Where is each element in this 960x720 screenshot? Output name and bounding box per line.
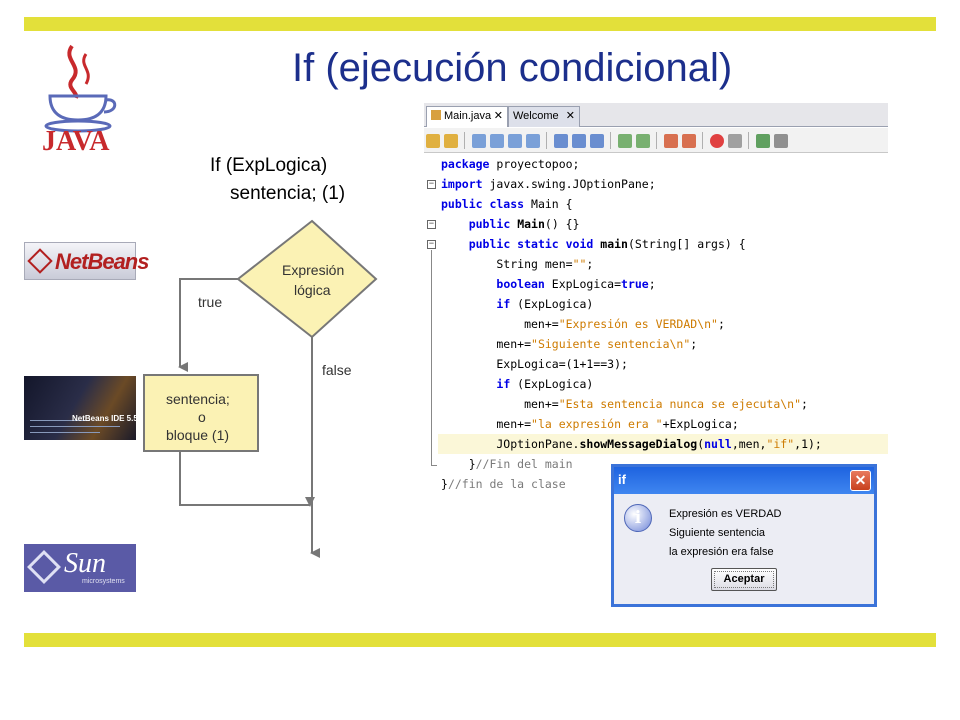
comment-icon[interactable] (756, 134, 770, 148)
decision-label-line-2: lógica (294, 282, 331, 298)
close-icon[interactable]: ✕ (565, 110, 575, 122)
sun-logo: Sun microsystems (24, 544, 136, 592)
uncomment-icon[interactable] (774, 134, 788, 148)
close-icon[interactable]: ✕ (493, 110, 503, 122)
syntax-line-2: sentencia; (1) (230, 183, 346, 204)
flowchart-diagram: Expresión lógica true false sentencia; o… (143, 219, 378, 558)
start-macro-icon[interactable] (664, 134, 678, 148)
code-line: if (ExpLogica) (496, 377, 594, 391)
fold-toggle-main[interactable]: − (427, 239, 436, 249)
netbeans-editor: Main.java ✕ Welcome ✕ (424, 103, 888, 503)
shift-right-icon[interactable] (636, 134, 650, 148)
dialog-body: i Expresión es VERDAD Siguiente sentenci… (614, 494, 874, 604)
decision-label-line-1: Expresión (282, 262, 344, 278)
code-line: }//fin de la clase (441, 477, 566, 491)
code-line: men+="Expresión es VERDAD\n"; (441, 317, 725, 331)
code-line: package proyectopoo; (441, 157, 580, 171)
java-logo: JAVA (32, 40, 124, 157)
editor-toolbar (424, 128, 888, 153)
fold-gutter: − − − (424, 154, 438, 503)
process-label-line-1: sentencia; (166, 391, 230, 407)
find-prev-icon[interactable] (472, 134, 486, 148)
toggle-bookmark-icon[interactable] (590, 134, 604, 148)
svg-text:JAVA: JAVA (42, 126, 110, 156)
sun-diamond-icon (27, 550, 61, 584)
dialog-title: if (618, 472, 626, 487)
code-line: public static void main(String[] args) { (468, 237, 746, 251)
code-line: String men=""; (441, 257, 594, 271)
merge-arrow (179, 451, 315, 507)
code-line: import javax.swing.JOptionPane; (441, 177, 656, 191)
true-arrow (178, 278, 238, 372)
netbeans-logo: NetBeans (24, 242, 149, 280)
dialog-title-bar[interactable]: if ✕ (614, 467, 874, 494)
stop-macro-icon[interactable] (682, 134, 696, 148)
close-icon[interactable]: ✕ (850, 470, 871, 491)
message-dialog: if ✕ i Expresión es VERDAD Siguiente sen… (611, 464, 877, 607)
aceptar-button-label: Aceptar (723, 573, 765, 585)
process-label-line-3: bloque (1) (166, 427, 229, 443)
netbeans-splash-text: NetBeans IDE 5.5 (72, 414, 138, 423)
dialog-message-line-1: Expresión es VERDAD (669, 508, 782, 520)
code-line: public Main() {} (468, 217, 580, 231)
prev-bookmark-icon[interactable] (554, 134, 568, 148)
fold-toggle-constructor[interactable]: − (427, 219, 436, 229)
java-file-icon (431, 110, 441, 120)
fold-toggle-import[interactable]: − (427, 179, 436, 189)
tab-main-java-label: Main.java (444, 110, 492, 122)
stop-icon[interactable] (728, 134, 742, 148)
forward-icon[interactable] (444, 134, 458, 148)
bottom-accent-bar (24, 633, 936, 647)
aceptar-button[interactable]: Aceptar (711, 568, 777, 591)
code-line: men+="Esta sentencia nunca se ejecuta\n"… (441, 397, 808, 411)
record-icon[interactable] (710, 134, 724, 148)
code-line: }//Fin del main (441, 457, 573, 471)
sun-logo-text: Sun (64, 548, 106, 579)
syntax-line-1: If (ExpLogica) (210, 155, 328, 176)
back-icon[interactable] (426, 134, 440, 148)
slide-title: If (ejecución condicional) (292, 46, 733, 90)
code-line: if (ExpLogica) (496, 297, 594, 311)
decision-diamond (236, 219, 378, 339)
dialog-message-line-3: la expresión era false (669, 546, 774, 558)
code-line: JOptionPane.showMessageDialog(null,men,"… (441, 437, 822, 451)
netbeans-splash-image: NetBeans IDE 5.5 (24, 376, 138, 440)
java-cup-icon: JAVA (42, 44, 117, 157)
tab-welcome-label: Welcome (513, 110, 559, 122)
code-line: boolean ExpLogica=true; (496, 277, 656, 291)
syntax-block: If (ExpLogica) sentencia; (1) (210, 152, 345, 208)
dialog-message-line-2: Siguiente sentencia (669, 527, 766, 539)
tab-welcome[interactable]: Welcome ✕ (508, 106, 580, 127)
code-line: ExpLogica=(1+1==3); (441, 357, 628, 371)
code-line: men+="la expresión era "+ExpLogica; (441, 417, 739, 431)
top-accent-bar (24, 17, 936, 31)
next-bookmark-icon[interactable] (572, 134, 586, 148)
tab-main-java[interactable]: Main.java ✕ (426, 106, 508, 127)
find-next-icon[interactable] (508, 134, 522, 148)
process-box (143, 374, 259, 452)
info-icon: i (624, 504, 652, 532)
find-selection-icon[interactable] (526, 134, 540, 148)
process-label-line-2: o (198, 409, 206, 425)
shift-left-icon[interactable] (618, 134, 632, 148)
false-label: false (322, 362, 352, 378)
find-icon[interactable] (490, 134, 504, 148)
sun-logo-subtext: microsystems (82, 578, 125, 585)
code-line: men+="Siguiente sentencia\n"; (441, 337, 698, 351)
netbeans-cube-icon (27, 248, 53, 274)
current-line-highlight (438, 434, 888, 454)
editor-tab-bar: Main.java ✕ Welcome ✕ (424, 103, 888, 127)
code-line: public class Main { (441, 197, 573, 211)
netbeans-logo-text: NetBeans (55, 249, 149, 274)
true-label: true (198, 294, 222, 310)
code-editor[interactable]: − − − package proyectopoo; import javax.… (424, 154, 888, 503)
